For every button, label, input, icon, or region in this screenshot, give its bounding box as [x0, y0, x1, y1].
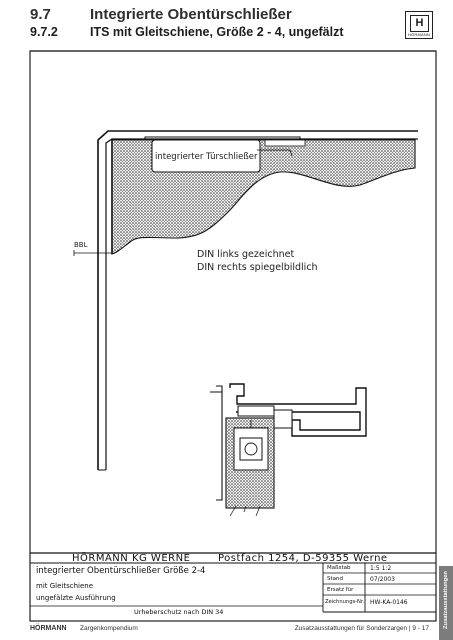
- title-line2: mit Gleitschiene: [36, 582, 94, 590]
- din-note-line1: DIN links gezeichnet: [197, 249, 295, 260]
- din-note-line2: DIN rechts spiegelbildlich: [197, 262, 318, 273]
- bbl-label: BBL: [74, 241, 88, 249]
- subsection-title: ITS mit Gleitschiene, Größe 2 - 4, ungef…: [90, 25, 344, 39]
- detail-profile: [229, 383, 367, 437]
- subsection-heading: 9.7.2 ITS mit Gleitschiene, Größe 2 - 4, …: [30, 25, 360, 39]
- footer-right-text: Zusatzausstattungen für Sonderzargen | 9…: [294, 625, 429, 632]
- footer-brand: HÖRMANN: [30, 625, 67, 632]
- hormann-logo: H HÖRMANN: [405, 11, 433, 39]
- section-number: 9.7: [30, 6, 51, 23]
- title-address: Postfach 1254, D-59355 Werne: [218, 553, 388, 564]
- side-tab: Zusatzausstattungen: [439, 566, 453, 640]
- footer-left-text: Zargenkompendium: [80, 625, 138, 632]
- door-closer-body: [151, 139, 261, 173]
- tb-row-label: Zeichnungs-Nr.:: [325, 599, 366, 605]
- tb-row-label: Maßstab: [327, 565, 351, 571]
- logo-brand: HÖRMANN: [407, 32, 431, 37]
- tb-row-label: Ersatz für: [327, 587, 354, 593]
- tb-row-value: 07/2003: [370, 576, 395, 583]
- section-heading: 9.7 Integrierte Obentürschließer: [30, 6, 360, 23]
- side-tab-label: Zusatzausstattungen: [443, 571, 449, 629]
- page-footer: HÖRMANN Zargenkompendium Zusatzausstattu…: [0, 620, 453, 640]
- logo-letter: H: [410, 15, 429, 32]
- tb-row-label: Stand: [327, 576, 343, 582]
- section-title: Integrierte Obentürschließer: [90, 6, 292, 23]
- tb-row-value: 1:5 1:2: [370, 565, 392, 572]
- title-company: HÖRMANN KG WERNE: [72, 553, 191, 564]
- title-copyright: Urheberschutz nach DIN 34: [134, 608, 224, 616]
- subsection-number: 9.7.2: [30, 25, 58, 39]
- tb-row-value: HW-KA-0146: [370, 599, 408, 606]
- closer-label: integrierter Türschließer: [155, 152, 258, 162]
- frame-profile: [97, 130, 418, 470]
- title-line1: integrierter Obentürschließer Größe 2-4: [36, 566, 206, 576]
- title-line3: ungefälzte Ausführung: [36, 594, 116, 602]
- title-block: [30, 552, 436, 613]
